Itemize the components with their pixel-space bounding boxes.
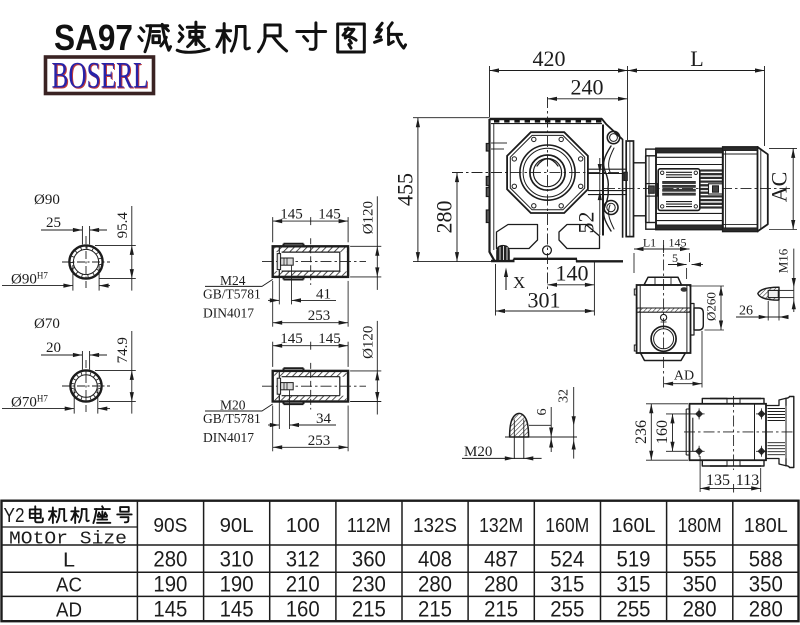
svg-text:GB/T5781: GB/T5781 <box>203 286 261 301</box>
svg-text:BOSERL: BOSERL <box>52 56 149 97</box>
svg-text:SA97: SA97 <box>54 17 133 58</box>
svg-text:AD: AD <box>56 599 82 622</box>
svg-text:455: 455 <box>393 173 418 206</box>
svg-text:255: 255 <box>617 597 651 622</box>
svg-text:280: 280 <box>484 572 518 597</box>
svg-text:240: 240 <box>571 75 604 100</box>
svg-text:Ø260: Ø260 <box>704 292 719 321</box>
svg-text:Ø70: Ø70 <box>34 316 60 332</box>
svg-text:6: 6 <box>535 409 550 416</box>
svg-text:145: 145 <box>318 207 341 223</box>
svg-text:100: 100 <box>286 514 320 537</box>
svg-text:215: 215 <box>352 597 386 622</box>
svg-text:26: 26 <box>739 304 753 319</box>
svg-text:Ø120: Ø120 <box>360 326 376 359</box>
svg-text:145: 145 <box>153 597 187 622</box>
svg-text:230: 230 <box>352 572 386 597</box>
svg-text:20: 20 <box>46 340 61 356</box>
svg-text:34: 34 <box>316 411 332 427</box>
svg-text:132M: 132M <box>479 514 523 537</box>
svg-text:135: 135 <box>706 472 730 489</box>
svg-text:519: 519 <box>617 547 651 572</box>
svg-text:L: L <box>690 46 703 71</box>
svg-text:190: 190 <box>220 572 254 597</box>
svg-text:280: 280 <box>683 597 717 622</box>
svg-text:160L: 160L <box>612 514 656 537</box>
svg-text:95.4: 95.4 <box>115 212 131 239</box>
svg-text:M20: M20 <box>464 444 492 460</box>
svg-text:215: 215 <box>484 597 518 622</box>
svg-text:Y2: Y2 <box>4 505 25 527</box>
svg-text:MOtOr Size: MOtOr Size <box>9 530 127 550</box>
svg-text:BOSERL: BOSERL <box>53 56 150 97</box>
svg-text:145: 145 <box>318 331 341 347</box>
svg-text:236: 236 <box>633 420 650 444</box>
svg-text:255: 255 <box>550 597 584 622</box>
svg-text:160: 160 <box>654 420 671 444</box>
svg-text:M24: M24 <box>220 273 246 288</box>
svg-text:408: 408 <box>418 547 452 572</box>
svg-text:AC: AC <box>56 574 82 597</box>
svg-text:310: 310 <box>220 547 254 572</box>
svg-text:280: 280 <box>418 572 452 597</box>
svg-text:280: 280 <box>153 547 187 572</box>
svg-text:487: 487 <box>484 547 518 572</box>
svg-text:41: 41 <box>316 286 331 302</box>
svg-text:Ø90: Ø90 <box>34 192 60 208</box>
svg-text:312: 312 <box>286 547 320 572</box>
svg-text:145: 145 <box>280 331 303 347</box>
svg-text:145: 145 <box>280 207 303 223</box>
svg-text:L1: L1 <box>643 236 656 250</box>
svg-text:M16: M16 <box>776 248 791 273</box>
svg-text:360: 360 <box>352 547 386 572</box>
svg-text:74.9: 74.9 <box>115 337 131 363</box>
svg-text:90L: 90L <box>220 514 254 537</box>
svg-text:210: 210 <box>286 572 320 597</box>
svg-text:90S: 90S <box>153 514 187 537</box>
svg-text:524: 524 <box>550 547 584 572</box>
svg-text:280: 280 <box>432 201 457 234</box>
svg-text:GB/T5781: GB/T5781 <box>203 411 261 426</box>
svg-text:315: 315 <box>617 572 651 597</box>
svg-text:253: 253 <box>308 433 331 449</box>
svg-text:160: 160 <box>286 597 320 622</box>
svg-text:32: 32 <box>557 389 572 403</box>
svg-text:215: 215 <box>418 597 452 622</box>
svg-text:140: 140 <box>556 261 589 286</box>
svg-text:420: 420 <box>533 46 566 71</box>
svg-text:160M: 160M <box>545 514 589 537</box>
svg-text:DIN4017: DIN4017 <box>203 305 254 320</box>
svg-text:5: 5 <box>672 251 678 265</box>
svg-text:132S: 132S <box>413 514 457 537</box>
svg-text:AD: AD <box>674 369 694 384</box>
svg-text:350: 350 <box>683 572 717 597</box>
svg-text:180M: 180M <box>678 514 722 537</box>
svg-text:145: 145 <box>220 597 254 622</box>
svg-text:555: 555 <box>683 547 717 572</box>
svg-text:52: 52 <box>574 212 599 234</box>
svg-text:L: L <box>63 549 75 572</box>
svg-text:180L: 180L <box>744 514 788 537</box>
svg-text:M20: M20 <box>220 398 246 413</box>
svg-text:145: 145 <box>669 236 687 250</box>
svg-text:Ø120: Ø120 <box>360 201 376 234</box>
svg-text:190: 190 <box>153 572 187 597</box>
svg-text:315: 315 <box>550 572 584 597</box>
svg-text:588: 588 <box>749 547 783 572</box>
svg-text:301: 301 <box>528 288 561 313</box>
svg-text:253: 253 <box>308 308 331 324</box>
svg-text:DIN4017: DIN4017 <box>203 430 254 445</box>
svg-text:AC: AC <box>767 172 792 203</box>
svg-text:113: 113 <box>736 472 759 489</box>
svg-text:25: 25 <box>46 215 61 231</box>
svg-text:112M: 112M <box>347 514 391 537</box>
svg-text:X: X <box>513 273 525 292</box>
svg-text:350: 350 <box>749 572 783 597</box>
svg-text:280: 280 <box>749 597 783 622</box>
